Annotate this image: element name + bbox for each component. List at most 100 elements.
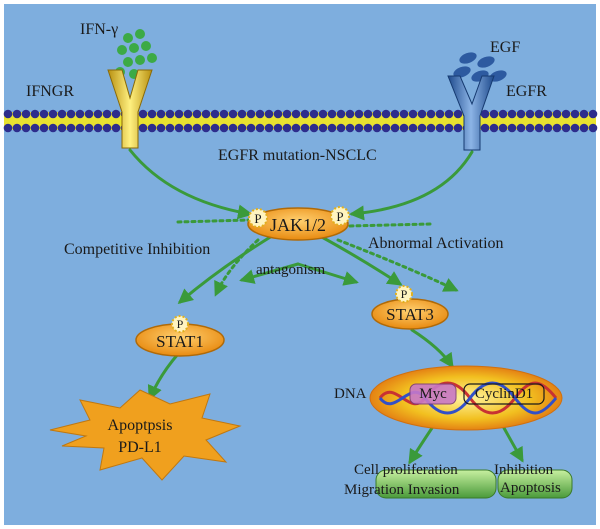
- membrane-head-inner: [525, 123, 535, 133]
- membrane-head-inner: [534, 123, 544, 133]
- membrane-head-inner: [210, 123, 220, 133]
- membrane-head-inner: [237, 123, 247, 133]
- membrane-head-outer: [426, 109, 436, 119]
- myc-gene-box: [409, 383, 457, 405]
- arrow-antagonism-right: [296, 262, 359, 286]
- membrane-head-inner: [309, 123, 319, 133]
- membrane-head-outer: [435, 109, 445, 119]
- membrane-head-inner: [165, 123, 175, 133]
- membrane-head-outer: [66, 109, 76, 119]
- svg-text:P: P: [336, 209, 343, 224]
- membrane-head-inner: [345, 123, 355, 133]
- membrane-head-outer: [498, 109, 508, 119]
- arrow-egfr-to-jak: [349, 150, 474, 221]
- membrane-head-outer: [417, 109, 427, 119]
- membrane-head-inner: [552, 123, 562, 133]
- membrane-head-outer: [102, 109, 112, 119]
- membrane-head-outer: [201, 109, 211, 119]
- egfr-label: EGFR: [506, 83, 547, 100]
- egfr-receptor: [447, 75, 495, 151]
- membrane-head-outer: [408, 109, 418, 119]
- ifngr-label: IFNGR: [26, 83, 74, 100]
- cyclind1-gene-box: [463, 383, 545, 405]
- membrane-head-outer: [291, 109, 301, 119]
- membrane-head-outer: [453, 109, 463, 119]
- inhibition-box: [497, 469, 573, 499]
- membrane-head-outer: [147, 109, 157, 119]
- inhibition-label: Inhibition: [494, 462, 554, 478]
- membrane-head-outer: [363, 109, 373, 119]
- membrane-head-outer: [318, 109, 328, 119]
- membrane-head-inner: [399, 123, 409, 133]
- arrow-antagonism-left: [239, 262, 300, 284]
- membrane-head-inner: [453, 123, 463, 133]
- arrow-jak-to-stat3: [318, 234, 403, 286]
- membrane-head-inner: [264, 123, 274, 133]
- dotted-competitive-inhibition-out: [214, 238, 260, 297]
- svg-text:P: P: [254, 211, 261, 226]
- membrane-head-inner: [372, 123, 382, 133]
- membrane-head-outer: [570, 109, 580, 119]
- membrane-head-outer: [246, 109, 256, 119]
- membrane-head-outer: [57, 109, 67, 119]
- membrane-head-inner: [489, 123, 499, 133]
- pdl1-label: PD-L1: [118, 439, 162, 456]
- membrane-head-outer: [156, 109, 166, 119]
- membrane-head-inner: [30, 123, 40, 133]
- membrane-head-outer: [489, 109, 499, 119]
- membrane-head-outer: [183, 109, 193, 119]
- stat3-label: STAT3: [386, 305, 434, 324]
- membrane-head-outer: [381, 109, 391, 119]
- dna-label: DNA: [334, 386, 367, 402]
- membrane-head-outer: [345, 109, 355, 119]
- membrane-head-outer: [273, 109, 283, 119]
- membrane-head-outer: [372, 109, 382, 119]
- abnormal-activation-label: Abnormal Activation: [368, 235, 504, 252]
- migration-invasion-label: Migration Invasion: [344, 482, 460, 498]
- dotted-abnormal-activation-in: [346, 222, 432, 228]
- membrane-head-inner: [507, 123, 517, 133]
- membrane-head-inner: [318, 123, 328, 133]
- membrane-head-inner: [498, 123, 508, 133]
- membrane-head-outer: [3, 109, 13, 119]
- membrane-head-inner: [183, 123, 193, 133]
- stat1-label: STAT1: [156, 332, 204, 351]
- membrane-head-inner: [336, 123, 346, 133]
- cyclind1-label: CyclinD1: [475, 386, 533, 402]
- stat3-node: P STAT3: [371, 285, 449, 330]
- dotted-arrows: [176, 218, 459, 297]
- cell-membrane: [3, 109, 598, 133]
- membrane-head-outer: [192, 109, 202, 119]
- membrane-head-outer: [327, 109, 337, 119]
- membrane-head-inner: [516, 123, 526, 133]
- membrane-head-inner: [300, 123, 310, 133]
- membrane-head-outer: [525, 109, 535, 119]
- apoptosis-star: Apoptpsis PD-L1: [49, 389, 242, 481]
- stat3-phospho: P: [401, 287, 408, 301]
- jak-phospho-right: P: [330, 206, 350, 226]
- membrane-head-inner: [363, 123, 373, 133]
- membrane-head-inner: [156, 123, 166, 133]
- arrow-stat1-to-apoptosis: [147, 352, 180, 401]
- membrane-head-outer: [579, 109, 589, 119]
- membrane-head-inner: [192, 123, 202, 133]
- membrane-head-outer: [75, 109, 85, 119]
- apoptosis-label: Apoptpsis: [108, 417, 173, 434]
- membrane-head-outer: [12, 109, 22, 119]
- membrane-head-outer: [480, 109, 490, 119]
- cell-proliferation-label: Cell proliferation: [354, 462, 458, 478]
- membrane-head-inner: [426, 123, 436, 133]
- membrane-head-outer: [552, 109, 562, 119]
- membrane-head-inner: [354, 123, 364, 133]
- membrane-head-outer: [309, 109, 319, 119]
- membrane-head-inner: [147, 123, 157, 133]
- membrane-head-inner: [93, 123, 103, 133]
- membrane-head-inner: [39, 123, 49, 133]
- proliferation-box: [375, 469, 497, 499]
- arrow-stat3-to-dna: [410, 328, 454, 369]
- nucleus: Myc CyclinD1: [369, 365, 563, 431]
- membrane-head-inner: [282, 123, 292, 133]
- membrane-head-inner: [3, 123, 13, 133]
- membrane-head-inner: [66, 123, 76, 133]
